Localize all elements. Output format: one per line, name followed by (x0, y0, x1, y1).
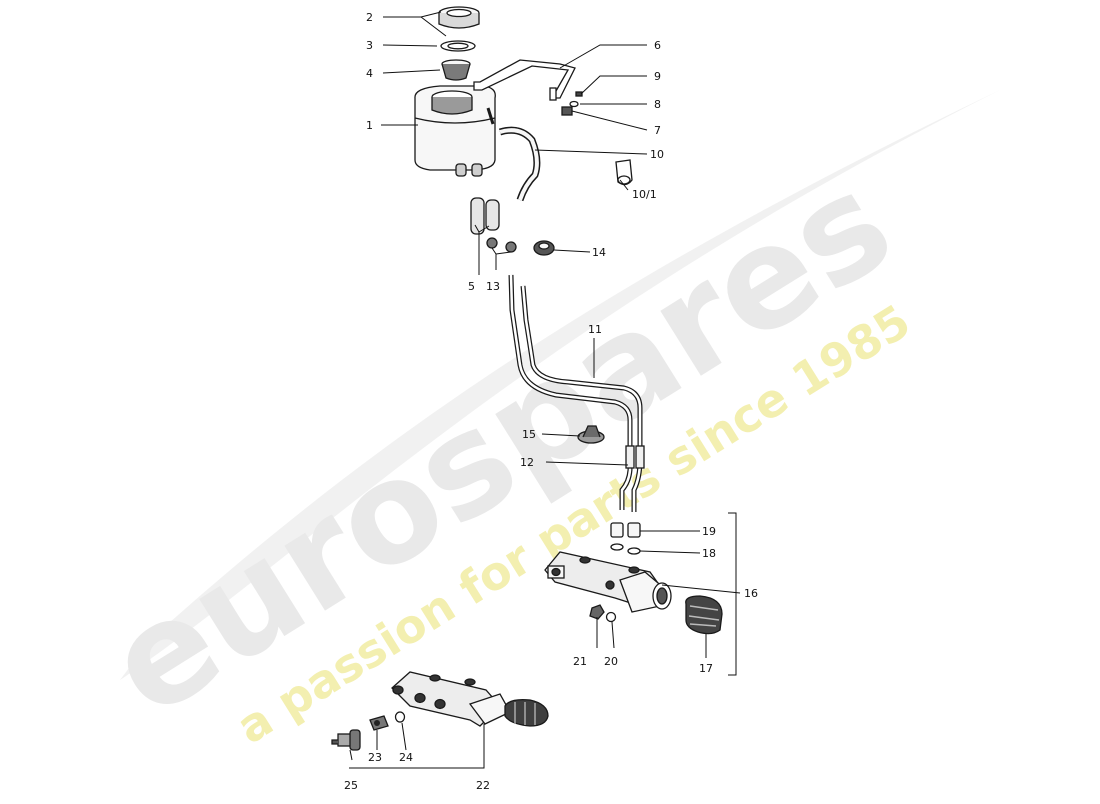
callout-15: 15 (522, 428, 536, 441)
plug-screw[interactable] (605, 611, 617, 623)
bleed-nipples[interactable] (610, 522, 641, 538)
bracket-washer[interactable] (569, 100, 579, 108)
callout-labels: 2 3 4 1 6 9 8 7 10 10/1 5 13 14 11 15 12… (344, 11, 758, 792)
callout-12: 12 (520, 456, 534, 469)
callout-25: 25 (344, 779, 358, 792)
brake-light-switch[interactable] (331, 729, 361, 751)
watermark: eurospares a passion for parts since 198… (82, 90, 1000, 754)
callout-17: 17 (699, 662, 713, 675)
callout-2: 2 (366, 11, 373, 24)
hose-clip[interactable] (615, 159, 633, 186)
callout-18: 18 (702, 547, 716, 560)
connecting-hoses[interactable] (470, 197, 500, 235)
vent-hose[interactable] (498, 126, 541, 202)
callout-20: 20 (604, 655, 618, 668)
callout-1: 1 (366, 119, 373, 132)
adapter-fitting[interactable] (369, 715, 389, 731)
grommet-small[interactable] (577, 425, 605, 444)
brake-lines[interactable] (508, 274, 643, 512)
hose-clamps[interactable] (486, 237, 517, 253)
hex-nut[interactable] (589, 604, 605, 620)
callout-23: 23 (368, 751, 382, 764)
callout-4: 4 (366, 67, 373, 80)
o-ring[interactable] (394, 711, 406, 723)
leader-lines (349, 11, 741, 769)
grommet[interactable] (533, 240, 555, 256)
dust-boot[interactable] (685, 595, 723, 635)
callout-14: 14 (592, 246, 606, 259)
callout-24: 24 (399, 751, 413, 764)
master-cylinder-upper[interactable] (544, 551, 672, 613)
callout-6: 6 (654, 39, 661, 52)
reservoir-cap[interactable] (438, 6, 480, 29)
mounting-bracket[interactable] (473, 59, 576, 101)
bracket-nut[interactable] (561, 106, 573, 116)
callout-11: 11 (588, 323, 602, 336)
callout-10: 10 (650, 148, 664, 161)
callout-7: 7 (654, 124, 661, 137)
callout-19: 19 (702, 525, 716, 538)
callout-10-1: 10/1 (632, 188, 657, 201)
callout-22: 22 (476, 779, 490, 792)
callout-3: 3 (366, 39, 373, 52)
sealing-rings[interactable] (610, 543, 641, 555)
callout-9: 9 (654, 70, 661, 83)
callout-5: 5 (468, 280, 475, 293)
callout-8: 8 (654, 98, 661, 111)
master-cylinder-lower[interactable] (391, 671, 549, 727)
watermark-brand: eurospares (82, 142, 919, 749)
fluid-reservoir[interactable] (414, 85, 496, 177)
callout-16: 16 (744, 587, 758, 600)
reservoir-strainer[interactable] (441, 59, 471, 81)
callout-13: 13 (486, 280, 500, 293)
callout-21: 21 (573, 655, 587, 668)
bracket-bolt[interactable] (575, 91, 583, 97)
reservoir-seal[interactable] (440, 40, 476, 52)
line-sleeves[interactable] (625, 445, 645, 469)
